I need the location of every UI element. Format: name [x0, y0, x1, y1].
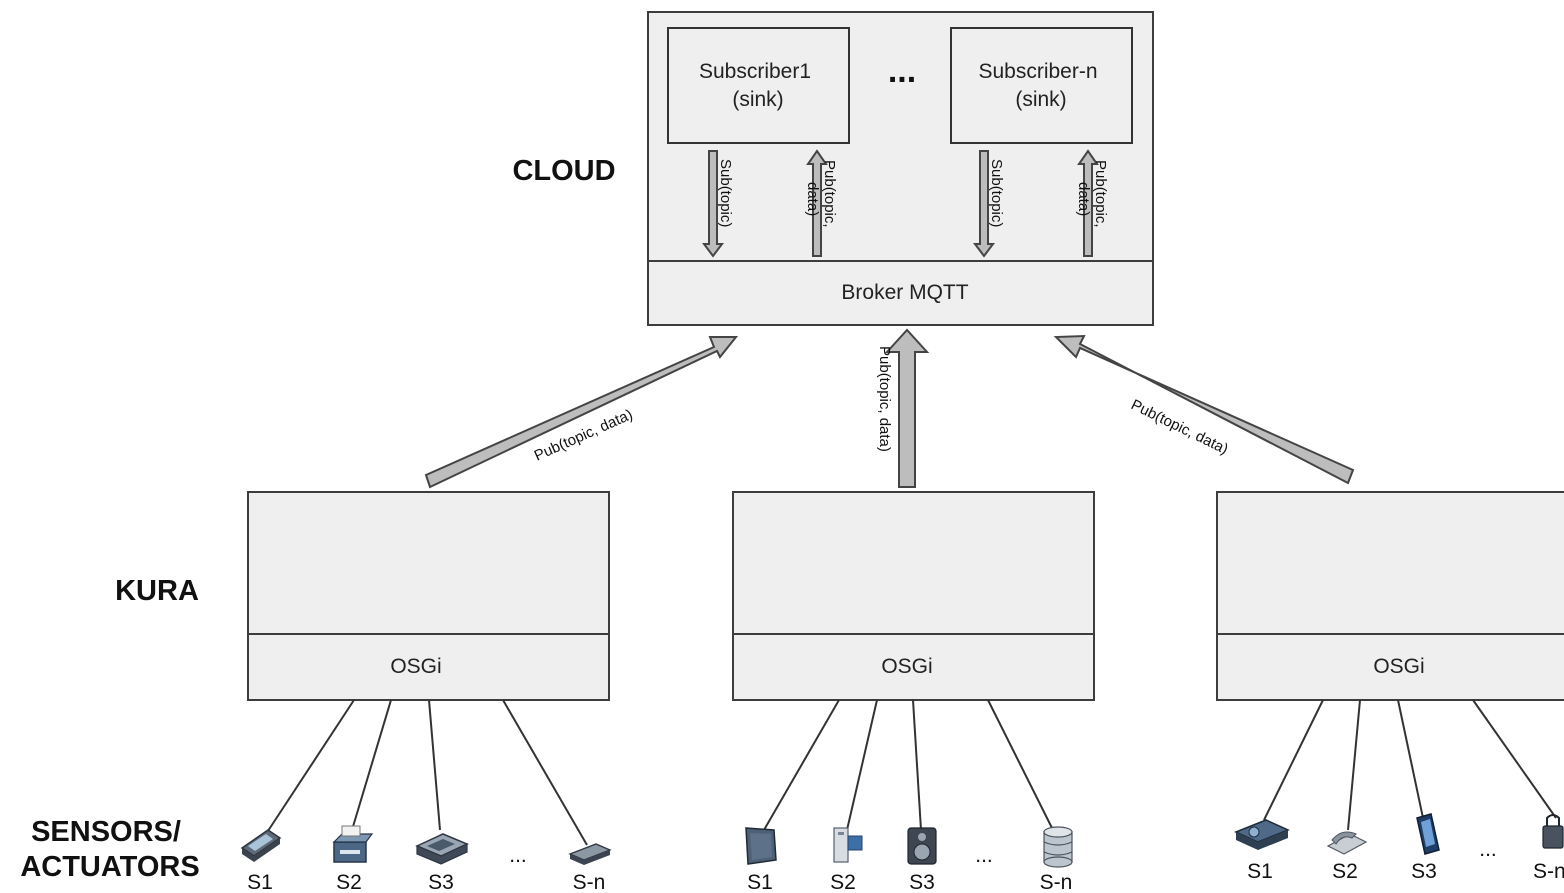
gateway-3-sensor-3-label: S3	[1411, 860, 1437, 883]
workstation-icon	[833, 827, 863, 863]
pub-arrow-left	[424, 336, 739, 489]
sensors-layer-label-line1: SENSORS/	[31, 816, 181, 848]
gateway-3: OSGi	[1216, 491, 1564, 831]
subscriber1-title: Subscriber1	[699, 60, 811, 83]
monitor-icon	[745, 827, 777, 865]
sub-arrow-n	[973, 150, 995, 258]
pub-arrow-right	[1053, 334, 1355, 485]
subscriber-n-box	[950, 27, 1133, 144]
gateway-3-sensor-2-label: S2	[1332, 860, 1358, 883]
gateway-3-sensors-ellipsis: ...	[1479, 838, 1497, 861]
gateway-3-box	[1216, 491, 1564, 701]
sensors-layer-label-line2: ACTUATORS	[20, 851, 199, 883]
gateway-3-osgi-label: OSGi	[1373, 655, 1424, 678]
mobile-phone-icon	[1416, 813, 1440, 855]
pub-arrow-n	[1077, 149, 1099, 257]
gateway-1-sensor-3-label: S3	[428, 871, 454, 893]
gateway-2-sensor-2-label: S2	[830, 871, 856, 893]
subscriber-n-role: (sink)	[1015, 88, 1066, 111]
pub-arrow-n-label-line2: data)	[1075, 182, 1092, 216]
pub-arrow-right-label: Pub(topic, data)	[1128, 396, 1231, 458]
gateway-3-sensor-n-label: S-n	[1533, 860, 1564, 883]
gateway-2-sensor-1-label: S1	[747, 871, 773, 893]
sub-arrow-1-label: Sub(topic)	[717, 159, 734, 227]
kura-layer-label: KURA	[115, 575, 199, 607]
gateway-2-sensor-n-label: S-n	[1040, 871, 1073, 893]
pub-arrow-1-label-line2: data)	[804, 182, 821, 216]
pub-arrow-1	[806, 149, 828, 257]
broker-label: Broker MQTT	[841, 281, 968, 304]
speaker-icon	[907, 827, 937, 865]
subscriber-n-title: Subscriber-n	[978, 60, 1097, 83]
database-icon	[1043, 826, 1073, 868]
cloud-layer-label: CLOUD	[512, 155, 615, 187]
gateway-1: OSGi	[247, 491, 610, 846]
sub-arrow-n-label: Sub(topic)	[988, 159, 1005, 227]
cloud-container: Subscriber1 (sink) ... Subscriber-n (sin…	[647, 11, 1154, 326]
telephone-icon	[1326, 831, 1368, 855]
pub-arrow-1-label-line1: Pub(topic,	[821, 160, 838, 228]
gateway-3-sensor-1-label: S1	[1247, 860, 1273, 883]
gateway-1-sensor-n-label: S-n	[573, 871, 606, 893]
projector-icon	[1234, 819, 1290, 850]
pub-arrow-middle-label: Pub(topic, data)	[876, 346, 893, 452]
gateway-2-sensor-3-label: S3	[909, 871, 935, 893]
router-icon	[568, 843, 612, 865]
gateway-1-osgi-label: OSGi	[390, 655, 441, 678]
gateway-1-sensors-ellipsis: ...	[509, 844, 527, 867]
gateway-1-sensor-2-label: S2	[336, 871, 362, 893]
gateway-1-box	[247, 491, 610, 701]
scanner-icon	[415, 833, 469, 865]
pub-arrow-middle	[884, 328, 930, 488]
pub-arrow-n-label-line1: Pub(topic,	[1092, 160, 1109, 228]
gateway-2: OSGi	[732, 491, 1095, 833]
subscriber1-role: (sink)	[732, 88, 783, 111]
sub-arrow-1	[702, 150, 724, 258]
pda-icon	[240, 829, 282, 862]
lock-icon	[1542, 814, 1564, 849]
subscribers-ellipsis: ...	[888, 52, 916, 90]
printer-icon	[332, 825, 374, 863]
gateway-2-sensors-ellipsis: ...	[975, 844, 993, 867]
gateway-2-osgi-label: OSGi	[881, 655, 932, 678]
gateway-1-sensor-1-label: S1	[247, 871, 273, 893]
subscriber1-box	[667, 27, 850, 144]
